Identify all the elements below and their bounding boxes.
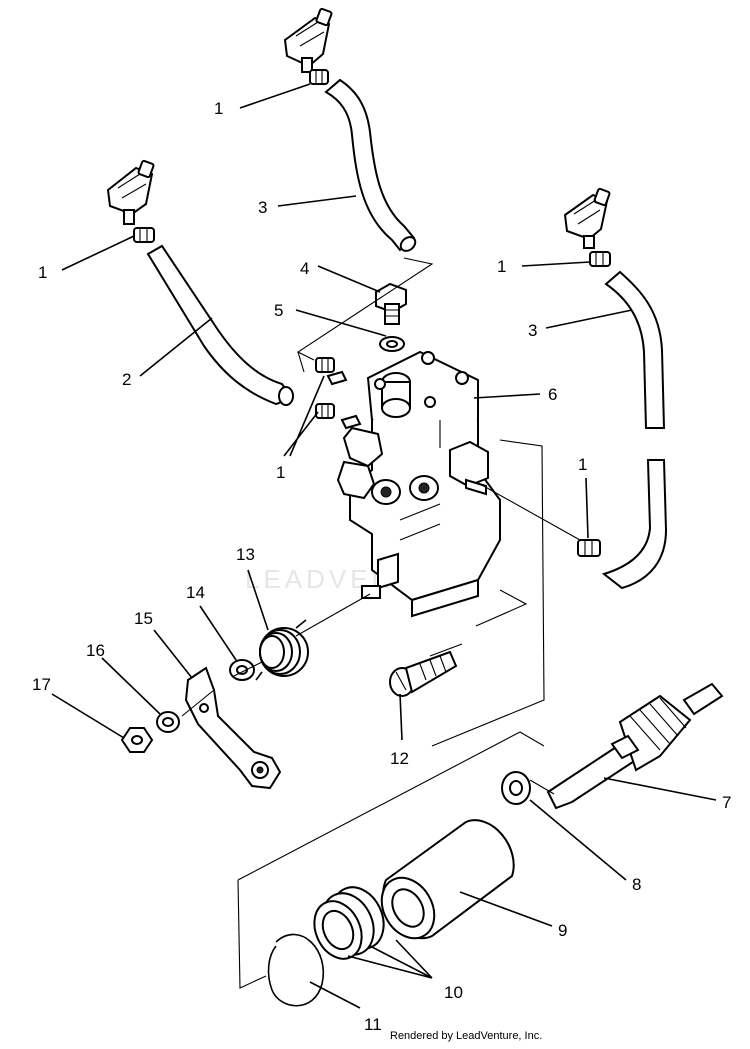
hose-clamp-4: [577, 539, 601, 557]
callout-6: 6: [548, 385, 557, 404]
callout-5: 5: [274, 301, 283, 320]
connector-left: [106, 159, 155, 225]
washer-14: [229, 659, 255, 681]
callout-15: 15: [134, 609, 153, 628]
callout-16: 16: [86, 641, 105, 660]
leader-lines: [51, 83, 717, 1009]
snap-ring-11: [267, 933, 325, 1007]
callout-10: 10: [444, 983, 463, 1002]
callout-7: 7: [722, 793, 731, 812]
washer-16: [156, 711, 180, 733]
hose-lower-right: [601, 459, 668, 590]
reference-lines: [181, 257, 581, 989]
callout-13: 13: [236, 545, 255, 564]
callout-8: 8: [632, 875, 641, 894]
connector-top: [283, 7, 333, 73]
callout-3a: 3: [258, 198, 267, 217]
callout-1c: 1: [497, 257, 506, 276]
callout-14: 14: [186, 583, 205, 602]
drive-shaft-7: [546, 682, 724, 810]
oil-pump-body: [326, 350, 501, 618]
credit-footer: Rendered by LeadVenture, Inc.: [390, 1030, 543, 1042]
hose-3-top: [324, 78, 416, 252]
hose-clamp-6: [315, 403, 335, 419]
callout-17: 17: [32, 675, 51, 694]
hose-clamp-3: [589, 251, 611, 267]
hose-3-right: [604, 270, 666, 429]
callout-12: 12: [390, 749, 409, 768]
callout-1e: 1: [276, 463, 285, 482]
bolt-4: [375, 282, 407, 325]
spring-13: [255, 619, 309, 681]
hose-2: [146, 244, 294, 406]
screw-12: [389, 650, 458, 697]
callout-2: 2: [122, 370, 131, 389]
hose-clamp-2: [133, 227, 155, 243]
callout-9: 9: [558, 921, 567, 940]
bushing-9: [380, 819, 515, 940]
connector-right: [563, 187, 611, 249]
seals-10: [313, 886, 385, 960]
hose-clamp-5: [315, 357, 335, 373]
washer-8: [501, 771, 531, 805]
nut-17: [120, 727, 154, 753]
callout-3b: 3: [528, 321, 537, 340]
callout-11: 11: [364, 1015, 382, 1034]
callout-1a: 1: [214, 99, 223, 118]
callout-4: 4: [300, 259, 309, 278]
callout-1d: 1: [578, 455, 587, 474]
hose-clamp-1: [309, 69, 329, 85]
callout-1b: 1: [38, 263, 47, 282]
